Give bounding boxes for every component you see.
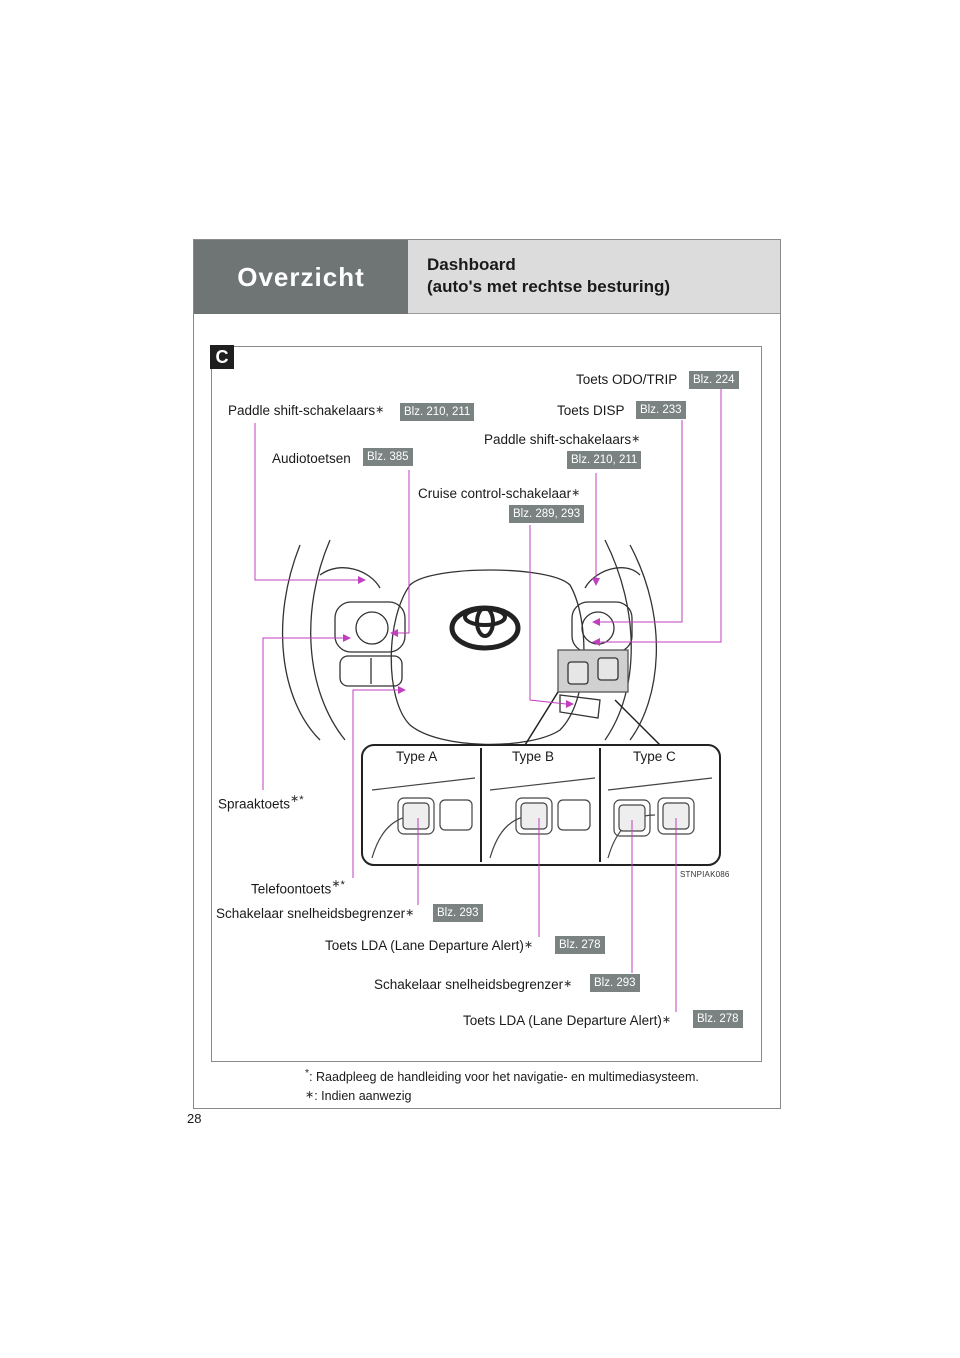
page-header: Dashboard (auto's met rechtse besturing) (408, 240, 780, 314)
section-header: Overzicht (194, 240, 408, 314)
phone-text: Telefoontoets (251, 881, 332, 897)
speed-limiter-a-ref: Blz. 293 (433, 904, 483, 922)
page-number: 28 (187, 1111, 202, 1126)
asterisk-mark: ∗ (405, 907, 415, 919)
voice-text: Spraaktoets (218, 796, 291, 812)
footnote-asterisk-text: : Indien aanwezig (314, 1089, 412, 1103)
paddle-left-text: Paddle shift-schakelaars (228, 403, 376, 418)
asterisk-mark: ∗ (661, 1014, 672, 1026)
speed-limiter-c-text: Schakelaar snelheidsbegrenzer (374, 977, 564, 992)
star-mark: * (299, 794, 304, 806)
type-a-label: Type A (396, 749, 438, 764)
asterisk-mark: ∗ (523, 939, 534, 951)
type-b-label: Type B (512, 749, 555, 764)
section-title: Overzicht (237, 261, 365, 292)
odo-trip-label: Toets ODO/TRIP (576, 372, 678, 387)
audio-ref: Blz. 385 (363, 448, 413, 466)
paddle-left-ref: Blz. 210, 211 (400, 403, 475, 421)
page-frame: Overzicht Dashboard (auto's met rechtse … (193, 239, 781, 1109)
asterisk-mark: ∗ (631, 433, 641, 445)
odo-trip-ref: Blz. 224 (689, 371, 739, 389)
lda-c-ref: Blz. 278 (693, 1010, 743, 1028)
star-mark: * (340, 879, 345, 891)
audio-label: Audiotoetsen (272, 451, 351, 466)
diagram-box (211, 346, 762, 1062)
lda-b-text: Toets LDA (Lane Departure Alert) (325, 938, 524, 953)
image-code: STNPIAK086 (680, 870, 730, 879)
lda-c-text: Toets LDA (Lane Departure Alert) (463, 1013, 662, 1028)
paddle-left-label: Paddle shift-schakelaars∗ (228, 402, 384, 420)
section-letter: C (210, 345, 234, 369)
cruise-ref: Blz. 289, 293 (509, 505, 585, 523)
asterisk-mark: ∗ (563, 978, 573, 990)
cruise-text: Cruise control-schakelaar (418, 486, 572, 501)
lda-b-label: Toets LDA (Lane Departure Alert)∗ (325, 937, 533, 955)
speed-limiter-c-label: Schakelaar snelheidsbegrenzer∗ (374, 976, 572, 994)
asterisk-mark: ∗ (305, 1089, 315, 1101)
lda-c-label: Toets LDA (Lane Departure Alert)∗ (463, 1012, 671, 1030)
speed-limiter-a-text: Schakelaar snelheidsbegrenzer (216, 906, 406, 921)
asterisk-mark: ∗ (331, 878, 341, 890)
page-title-line2: (auto's met rechtse besturing) (427, 277, 671, 296)
paddle-right-text: Paddle shift-schakelaars (484, 432, 632, 447)
disp-label: Toets DISP (557, 403, 625, 418)
footnote-star: *: Raadpleeg de handleiding voor het nav… (305, 1068, 699, 1084)
cruise-label: Cruise control-schakelaar∗ (418, 485, 580, 503)
footnote-asterisk: ∗: Indien aanwezig (305, 1089, 412, 1103)
speed-limiter-c-ref: Blz. 293 (590, 974, 640, 992)
asterisk-mark: ∗ (571, 487, 581, 499)
lda-b-ref: Blz. 278 (555, 936, 605, 954)
voice-label: Spraaktoets∗* (218, 791, 304, 814)
phone-label: Telefoontoets∗* (251, 876, 345, 899)
star-mark: * (305, 1068, 310, 1079)
disp-ref: Blz. 233 (636, 401, 686, 419)
asterisk-mark: ∗ (375, 404, 385, 416)
type-c-label: Type C (633, 749, 676, 764)
footnote-star-text: : Raadpleeg de handleiding voor het navi… (309, 1070, 699, 1085)
speed-limiter-a-label: Schakelaar snelheidsbegrenzer∗ (216, 905, 414, 923)
paddle-right-ref: Blz. 210, 211 (567, 451, 642, 469)
paddle-right-label: Paddle shift-schakelaars∗ (484, 431, 640, 449)
asterisk-mark: ∗ (290, 793, 300, 805)
page-title-line1: Dashboard (427, 255, 516, 274)
